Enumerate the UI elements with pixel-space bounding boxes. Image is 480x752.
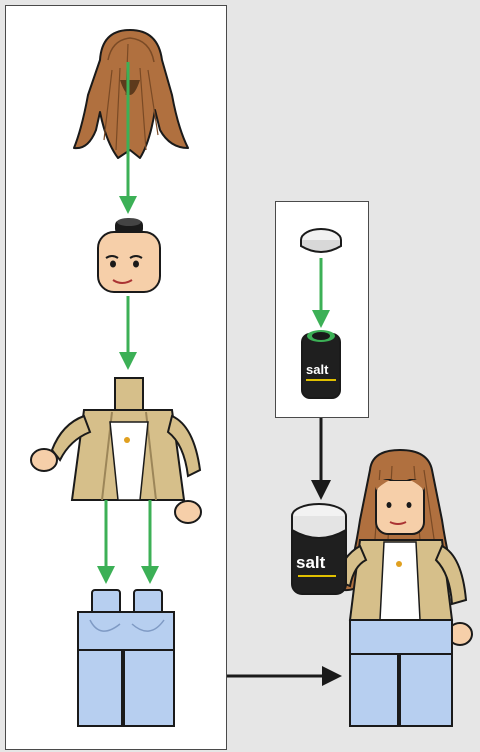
assembly-arrow-head-to-torso: [119, 296, 137, 370]
assembled-container-label: salt: [296, 553, 326, 572]
container-label: salt: [306, 362, 329, 377]
flow-arrow-accessory-to-result: [311, 418, 331, 500]
lid-piece: [301, 229, 341, 252]
hair-piece: [74, 30, 188, 158]
assembly-arrows-torso-to-legs: [97, 500, 159, 584]
legs-piece: [78, 590, 174, 726]
salt-container-piece: salt: [302, 330, 340, 398]
assembled-minifigure: [336, 450, 472, 726]
head-piece: [98, 218, 160, 292]
assembly-arrow-lid-to-container: [312, 258, 330, 328]
flow-arrow-to-result: [227, 666, 342, 686]
torso-piece: [31, 378, 201, 523]
assembled-salt-container: salt: [292, 504, 346, 594]
